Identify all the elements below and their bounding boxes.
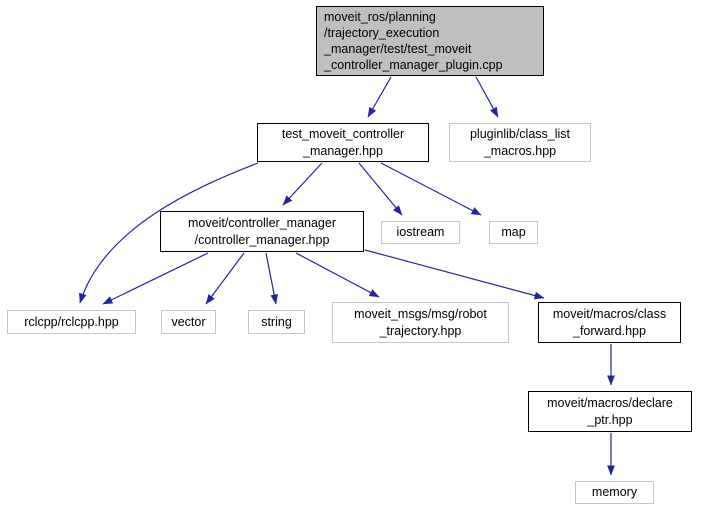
edge-root-pluginlib [475,76,499,118]
node-controller-manager-hpp[interactable]: moveit/controller_manager /controller_ma… [160,211,364,252]
edge-test-map [380,162,482,216]
node-declare-ptr-hpp[interactable]: moveit/macros/declare _ptr.hpp [528,391,692,432]
node-label: memory [591,485,638,500]
node-label: test_moveit_controller _manager.hpp [281,127,405,158]
node-label: string [261,314,292,329]
node-label: moveit/controller_manager /controller_ma… [188,216,336,247]
edge-cm-rclcpp [102,252,209,305]
node-robot-trajectory-hpp[interactable]: moveit_msgs/msg/robot _trajectory.hpp [332,302,509,343]
edge-cm-classfwd [364,249,545,300]
node-label: pluginlib/class_list _macros.hpp [469,127,571,158]
node-test-moveit-controller-manager-plugin-cpp[interactable]: moveit_ros/planning /trajectory_executio… [316,6,544,76]
node-label: rclcpp/rclcpp.hpp [24,314,119,329]
node-string[interactable]: string [248,310,305,334]
node-label: moveit/macros/declare _ptr.hpp [547,396,673,427]
node-label: moveit/macros/class _forward.hpp [552,307,667,338]
node-label: moveit_msgs/msg/robot _trajectory.hpp [354,307,487,338]
node-vector[interactable]: vector [161,310,216,334]
edge-cm-msgs [295,252,380,298]
node-iostream[interactable]: iostream [381,221,460,244]
edge-cm-string [265,252,278,305]
edge-root-test [367,76,392,118]
edge-cm-vector [205,252,245,305]
edge-test-rclcpp [79,162,259,304]
node-test-moveit-controller-manager-hpp[interactable]: test_moveit_controller _manager.hpp [257,123,429,162]
node-label: vector [171,314,206,329]
edge-test-iostream [358,162,403,216]
node-memory[interactable]: memory [575,481,654,504]
node-class-forward-hpp[interactable]: moveit/macros/class _forward.hpp [538,302,681,343]
node-label: moveit_ros/planning /trajectory_executio… [324,9,503,73]
node-pluginlib-class-list-macros-hpp[interactable]: pluginlib/class_list _macros.hpp [449,123,591,162]
edge-test-cm [282,162,323,206]
node-label: iostream [396,225,445,240]
node-map[interactable]: map [489,221,538,244]
node-label: map [501,225,526,240]
node-rclcpp-hpp[interactable]: rclcpp/rclcpp.hpp [7,310,136,334]
